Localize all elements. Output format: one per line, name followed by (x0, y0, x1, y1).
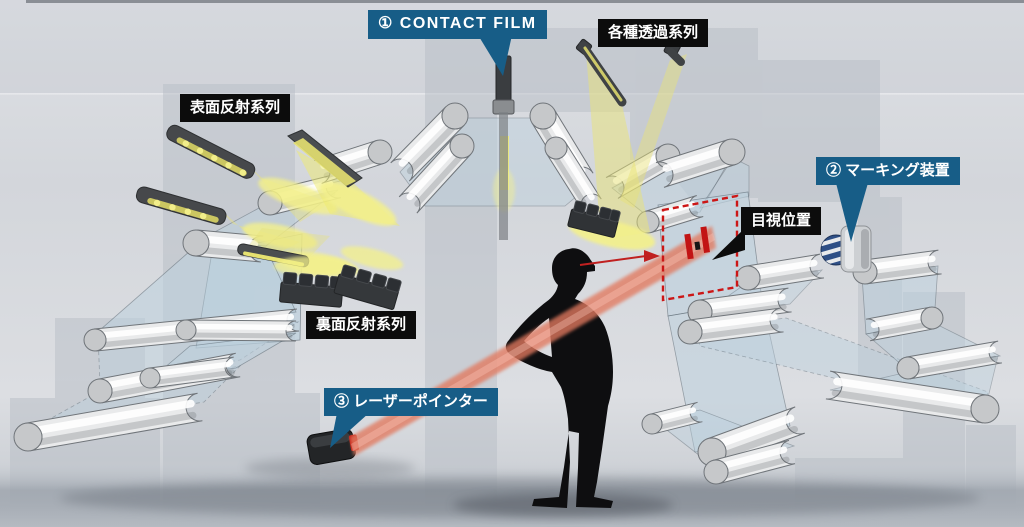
contact-film-lower-blade (499, 112, 508, 240)
light-glow (274, 256, 350, 276)
light-glow (258, 177, 338, 215)
light-beam (620, 54, 687, 208)
callout-tails (330, 35, 868, 448)
marking-device-shade (861, 229, 869, 269)
contact-film-tail (478, 35, 512, 76)
roller-end-cap (544, 136, 568, 160)
label-visual-position: 目視位置 (741, 207, 822, 235)
roller-end-cap (367, 139, 393, 165)
roller-end-cap (703, 459, 729, 485)
marking-tail (836, 183, 868, 242)
roller-end-cap (175, 319, 197, 341)
roller-end-cap (970, 394, 1000, 424)
roller-group (13, 102, 1002, 485)
bar-light-icon (575, 38, 627, 107)
roller-end-cap (87, 378, 113, 404)
back-reflection-lights (237, 228, 404, 310)
roller-end-cap (896, 356, 920, 380)
label-back-reflection-series: 裏面反射系列 (306, 311, 417, 339)
laser-target-marks (684, 226, 710, 260)
roller-end-cap (182, 229, 210, 257)
led-bar-light-icon (135, 186, 227, 225)
roller (735, 253, 825, 291)
laser-tail (330, 413, 369, 448)
visual-position-tail (712, 228, 745, 260)
roller (390, 102, 469, 182)
roller-end-cap (718, 138, 746, 166)
roller (655, 138, 746, 188)
roller-end-cap (920, 306, 944, 330)
roller (641, 401, 703, 435)
roller-end-cap (449, 133, 475, 159)
roller (13, 392, 203, 452)
roller-end-cap (677, 319, 703, 345)
contact-film-unit (492, 55, 515, 240)
light-beam (586, 52, 650, 240)
label-laser-pointer: ③ レーザーポインター (324, 388, 498, 416)
roller (896, 340, 1002, 380)
contact-film-clamp (492, 99, 515, 115)
roller-end-cap (529, 102, 557, 130)
roller-end-cap (139, 367, 161, 389)
top-edge-line (26, 0, 1024, 3)
marking-device (820, 225, 872, 273)
led-bar-light-icon (166, 124, 256, 179)
roller-end-cap (441, 102, 469, 130)
roller-end-cap (83, 328, 107, 352)
roller (398, 133, 475, 214)
label-contact-film: ① CONTACT FILM (368, 10, 547, 39)
roller (825, 370, 1000, 424)
label-marking-device: ② マーキング装置 (816, 157, 960, 185)
roller-end-cap (735, 265, 761, 291)
label-transmission-series: 各種透過系列 (598, 19, 709, 47)
light-glow (319, 182, 397, 226)
roller-end-cap (13, 422, 43, 452)
led-block-light-icon (279, 271, 345, 308)
surface-reflection-lights (135, 124, 400, 256)
roller-end-cap (641, 413, 663, 435)
roller (852, 249, 942, 285)
led-block-light-icon (333, 264, 402, 310)
visual-position-marquee (661, 194, 739, 302)
light-glow (242, 222, 318, 250)
roller (703, 439, 796, 485)
light-glow (340, 246, 404, 270)
transmission-lights (567, 38, 687, 250)
roller (677, 307, 784, 345)
panel-light-face (293, 138, 356, 186)
roller (865, 306, 944, 342)
roller (175, 319, 297, 342)
device-shadow (245, 458, 415, 478)
label-surface-reflection-series: 表面反射系列 (180, 94, 291, 122)
sight-arrow (579, 250, 660, 266)
led-block-light-icon (567, 200, 621, 238)
